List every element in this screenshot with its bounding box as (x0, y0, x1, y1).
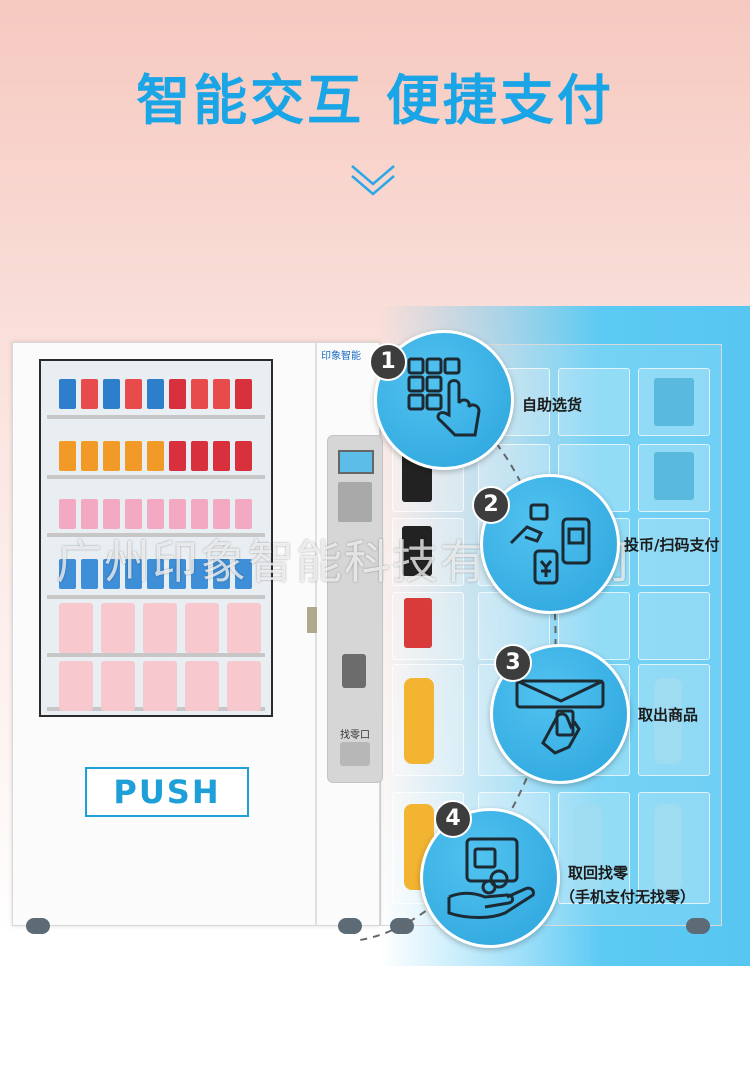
display-window (39, 359, 273, 717)
step-2-label: 投币/扫码支付 (624, 536, 720, 554)
step-4-sublabel: （手机支付无找零） (560, 888, 696, 906)
product (81, 559, 98, 589)
compartment (638, 518, 710, 586)
brand-logo: 印象智能 (321, 351, 361, 362)
keypad-touch-icon (407, 357, 481, 437)
shelf (47, 415, 265, 419)
chevron-down-icon (351, 165, 395, 196)
product (103, 499, 120, 529)
product (81, 499, 98, 529)
product-box (404, 598, 432, 648)
shelf (47, 595, 265, 599)
product (169, 379, 186, 409)
machine-wheel (686, 918, 710, 934)
step-2-number: 2 (472, 486, 510, 524)
page-title: 智能交互 便捷支付 (136, 69, 614, 132)
step-4-number: 4 (434, 800, 472, 838)
door-lock (307, 607, 317, 633)
shelf (47, 533, 265, 537)
product (101, 603, 135, 653)
step-1-label: 自助选货 (522, 396, 583, 414)
change-slot[interactable] (340, 742, 370, 766)
product-box (654, 378, 694, 426)
product (191, 559, 208, 589)
product (125, 499, 142, 529)
control-panel: 找零口 (327, 435, 383, 783)
vending-machine: PUSH 印象智能 找零口 (12, 342, 383, 926)
shelf (47, 475, 265, 479)
product (185, 661, 219, 711)
product (191, 379, 208, 409)
product (143, 603, 177, 653)
machine-divider (315, 343, 317, 925)
product (101, 661, 135, 711)
product (103, 559, 120, 589)
machine-wheel (26, 918, 50, 934)
pickup-icon (515, 679, 605, 755)
product (213, 441, 230, 471)
compartment (558, 368, 630, 436)
keypad[interactable] (338, 482, 372, 522)
product (227, 603, 261, 653)
product (125, 441, 142, 471)
product (213, 379, 230, 409)
product (59, 661, 93, 711)
product (169, 559, 186, 589)
product (235, 441, 252, 471)
product (59, 559, 76, 589)
product (185, 603, 219, 653)
product (59, 603, 93, 653)
product (191, 441, 208, 471)
product-bottle (654, 678, 682, 764)
product (81, 441, 98, 471)
step-3-label: 取出商品 (638, 706, 699, 724)
product (59, 499, 76, 529)
product (235, 559, 252, 589)
product (59, 379, 76, 409)
product (213, 559, 230, 589)
product (125, 559, 142, 589)
payment-icon (509, 503, 591, 585)
machine-wheel (338, 918, 362, 934)
product (147, 559, 164, 589)
product (103, 379, 120, 409)
shelf (47, 653, 265, 657)
product-bottle (402, 526, 432, 576)
product (169, 499, 186, 529)
step-4-label: 取回找零 (568, 864, 629, 882)
step-1-number: 1 (369, 343, 407, 381)
product (59, 441, 76, 471)
product-box (654, 452, 694, 500)
product (147, 441, 164, 471)
compartment (638, 592, 710, 660)
product (147, 379, 164, 409)
product (191, 499, 208, 529)
change-icon (447, 837, 535, 919)
product (81, 379, 98, 409)
product (235, 499, 252, 529)
change-slot-label: 找零口 (340, 730, 370, 741)
coin-slot[interactable] (342, 654, 366, 688)
product-bottle (654, 804, 682, 890)
product-bottle (574, 804, 602, 890)
push-flap[interactable]: PUSH (85, 767, 249, 817)
product (213, 499, 230, 529)
product (169, 441, 186, 471)
product (125, 379, 142, 409)
product (103, 441, 120, 471)
control-screen (338, 450, 374, 474)
product (227, 661, 261, 711)
product (143, 661, 177, 711)
product (235, 379, 252, 409)
product (147, 499, 164, 529)
step-3-number: 3 (494, 644, 532, 682)
product-bottle (404, 678, 434, 764)
